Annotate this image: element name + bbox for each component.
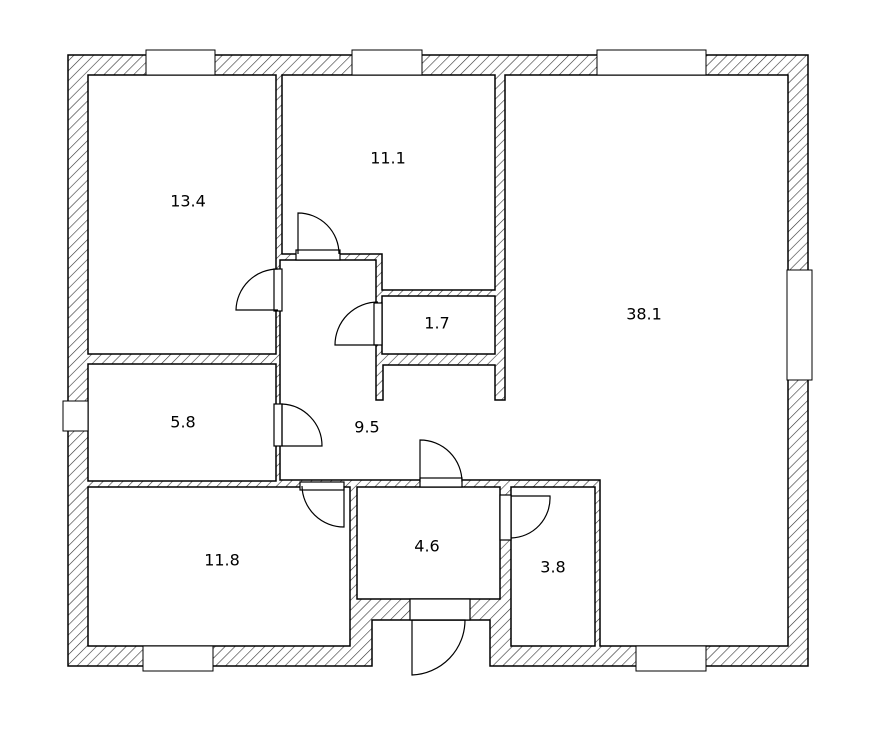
- building-walls: [67, 54, 809, 667]
- room-area-label: 9.5: [354, 418, 379, 437]
- room-area-label: 4.6: [414, 537, 439, 556]
- door-swing: [301, 485, 345, 528]
- window: [145, 49, 216, 76]
- room-labels: 13.4 11.1 38.1 1.7 5.8 9.5 11.8 4.6 3.8: [170, 149, 662, 577]
- room-area-label: 11.8: [204, 551, 240, 570]
- door-swing: [419, 439, 463, 483]
- window: [142, 645, 214, 672]
- window: [62, 400, 89, 432]
- door-opening: [273, 403, 283, 447]
- room-area-label: 38.1: [626, 305, 662, 324]
- room-area-label: 3.8: [540, 558, 565, 577]
- door-swing: [235, 268, 279, 311]
- room-area-label: 1.7: [424, 314, 449, 333]
- door-opening: [409, 598, 471, 621]
- room-area-label: 13.4: [170, 192, 206, 211]
- room-area-label: 11.1: [370, 149, 406, 168]
- door-opening: [273, 268, 283, 312]
- door-opening: [499, 494, 512, 541]
- door-swing: [510, 495, 551, 539]
- door-opening: [299, 481, 345, 491]
- door-swing: [411, 619, 466, 676]
- door-opening: [419, 477, 463, 488]
- door-swing: [281, 403, 323, 447]
- doors: [235, 212, 551, 676]
- door-opening: [295, 249, 341, 261]
- window: [596, 49, 707, 76]
- windows: [62, 49, 813, 672]
- door-swing: [297, 212, 340, 255]
- window: [351, 49, 423, 76]
- window: [635, 645, 707, 672]
- door-opening: [373, 302, 383, 346]
- door-swing: [334, 301, 379, 346]
- room-area-label: 5.8: [170, 413, 195, 432]
- window: [786, 269, 813, 381]
